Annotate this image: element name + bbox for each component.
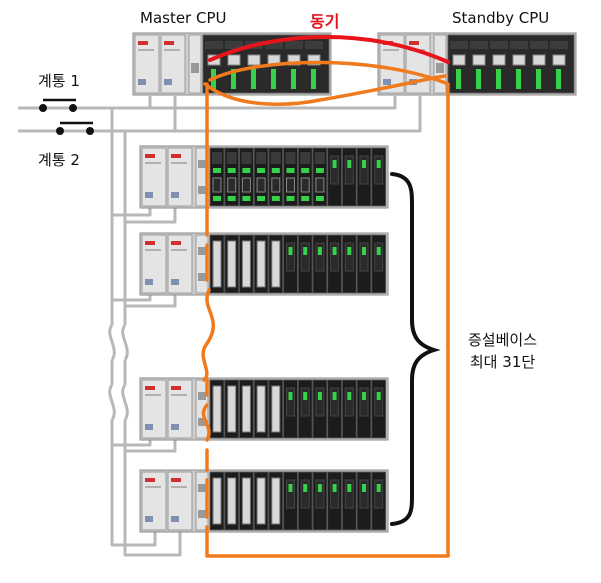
fiber-master-to-standby-lower — [208, 60, 450, 86]
expansion-rack-4 — [139, 469, 389, 533]
standby-cpu-rack — [377, 32, 577, 96]
expansion-note-line1: 증설베이스 — [468, 331, 538, 349]
sync-cable — [208, 35, 450, 64]
sync-label: 동기 — [310, 12, 340, 31]
expansion-rack-3 — [139, 377, 389, 441]
fiber-master-to-standby — [203, 74, 447, 106]
drop-wire-break-b — [121, 324, 129, 361]
power-wiring — [18, 96, 422, 557]
master-cpu-label: Master CPU — [140, 9, 227, 27]
expansion-brace — [390, 172, 441, 526]
line1-bus-wire — [18, 96, 397, 110]
drop-wire-break-a — [108, 324, 116, 361]
drop-wire-break-c — [108, 384, 116, 421]
expansion-note-line2: 최대 31단 — [469, 353, 536, 371]
drop-wire-break-d — [121, 384, 129, 421]
standby-cpu-label: Standby CPU — [452, 9, 550, 27]
expansion-rack-2 — [139, 232, 389, 296]
fiber-return-path — [205, 82, 450, 558]
fiber-rack3-segment — [201, 378, 211, 442]
expansion-rack-1 — [139, 145, 389, 209]
switch-line1 — [39, 98, 77, 112]
line2-bus-wire — [18, 96, 422, 133]
drop-wire-b — [123, 131, 182, 557]
line2-label: 계통 2 — [38, 151, 80, 169]
fiber-link-cable — [201, 60, 450, 558]
switch-line2 — [56, 121, 94, 135]
fiber-broken-link — [201, 288, 216, 382]
line1-label: 계통 1 — [38, 72, 80, 90]
expansion-note: 증설베이스 최대 31단 — [468, 329, 537, 373]
